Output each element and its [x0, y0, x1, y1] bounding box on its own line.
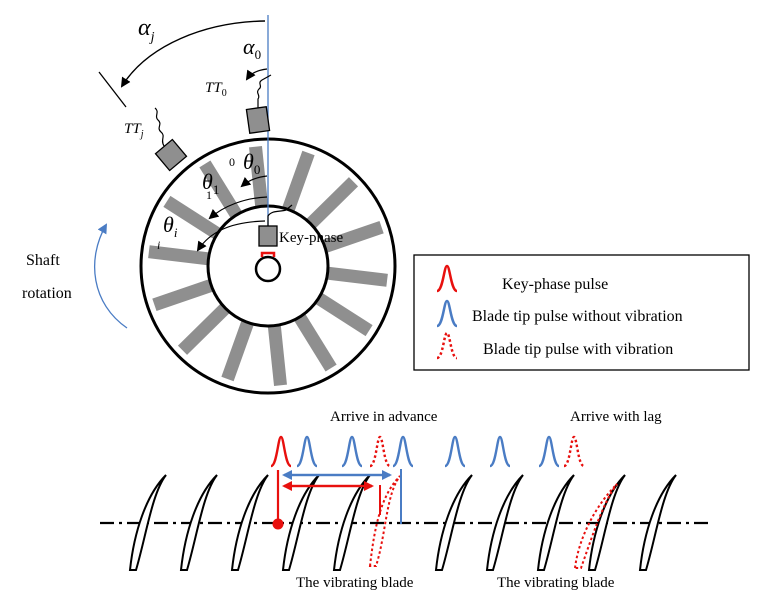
vibration-pulse [563, 435, 585, 468]
cascade-blade [587, 474, 626, 571]
rotor-blade [313, 291, 373, 337]
sensor-tt0 [245, 74, 272, 135]
sensor-ttj [154, 107, 188, 172]
alpha-j-ray [98, 71, 127, 108]
sensor-ttj-body [154, 138, 188, 172]
blade-index-0: 0 [229, 155, 235, 169]
rotor-blade [199, 160, 244, 221]
theta-0-arc [240, 175, 268, 188]
blade-cascade [128, 474, 677, 571]
cascade-blade [179, 474, 218, 571]
ttj-label: TTj [124, 121, 144, 140]
cascade-blade [485, 474, 524, 571]
rotor-blade [304, 177, 359, 230]
theta-1-label: θ1 [202, 169, 219, 197]
key-phase-marker-dot [272, 518, 284, 530]
shaft-rotation-label-line2: rotation [22, 285, 72, 302]
alpha-j-arc [120, 20, 266, 88]
vibrating-blade-outline [368, 475, 401, 567]
blade-tip-pulse [444, 435, 466, 468]
shaft-rotation-label-line1: Shaft [26, 252, 60, 269]
alpha-0-arc [245, 68, 268, 81]
pulse-train [270, 435, 585, 468]
alpha-j-label: αj [138, 15, 155, 45]
rotor-blade [148, 245, 212, 266]
rotor-disk [139, 137, 397, 395]
alpha-0-label: α0 [243, 34, 261, 62]
key-phase-sensor-body [258, 225, 278, 247]
vibration-pulse [369, 435, 391, 468]
vibrating-blades [368, 475, 618, 569]
rotor-blades [148, 146, 388, 386]
legend-blade-no-vibration-icon [436, 299, 458, 328]
blade-tip-pulse [538, 435, 560, 468]
rotor-blade [267, 323, 287, 386]
arrive-with-lag-label: Arrive with lag [570, 409, 662, 425]
legend-blade-with-vibration: Blade tip pulse with vibration [483, 341, 673, 358]
rotor-blade [292, 311, 337, 372]
tt0-label: TT0 [205, 80, 227, 99]
key-phase-label: Key-phase [279, 230, 343, 246]
vibrating-blade-label-1: The vibrating blade [296, 575, 414, 591]
theta-i-label: θi [163, 212, 178, 240]
shaft-rotation-arrow [94, 223, 128, 329]
sensor-ttj-cable [154, 107, 165, 147]
legend: Key-phase pulse Blade tip pulse without … [413, 254, 750, 371]
rotor-blade [221, 318, 255, 382]
arrive-in-advance-label: Arrive in advance [330, 409, 438, 425]
rotor-blade [152, 278, 216, 311]
cascade-blade [281, 474, 320, 571]
cascade-blade [128, 474, 167, 571]
key-phase-sensor-cable [267, 204, 293, 226]
blade-tip-pulse [489, 435, 511, 468]
key-phase-notch [260, 251, 276, 257]
cascade-blade [536, 474, 575, 571]
shaft-circle [254, 255, 282, 283]
theta-1-arc [208, 196, 268, 220]
legend-box [413, 254, 750, 371]
blade-tip-pulse [341, 435, 363, 468]
sensor-tt0-cable [256, 74, 272, 108]
blade-tip-pulse [392, 435, 414, 468]
theta-0-label: θ0 [243, 149, 260, 177]
cascade-blade [638, 474, 677, 571]
blade-tip-pulse [296, 435, 318, 468]
theta-i-arc [196, 220, 266, 252]
rotor-blade [320, 221, 384, 254]
rotor-blade [324, 266, 388, 287]
rotor-blade [163, 195, 223, 241]
sensor-key-phase [258, 204, 293, 247]
key-phase-pulse [270, 435, 292, 468]
rotor-blade [281, 150, 315, 214]
cascade-blade [434, 474, 473, 571]
sensor-tt0-body [245, 105, 271, 135]
legend-key-phase-pulse-icon [436, 264, 458, 293]
rotor-blade [177, 302, 232, 355]
blade-index-i: i [157, 238, 160, 252]
cascade-blade [230, 474, 269, 571]
legend-blade-no-vibration: Blade tip pulse without vibration [472, 308, 683, 325]
blade-index-1: 1 [206, 188, 212, 202]
legend-blade-with-vibration-icon [436, 331, 458, 360]
vibrating-blade-label-2: The vibrating blade [497, 575, 615, 591]
legend-key-phase-pulse: Key-phase pulse [502, 276, 608, 293]
vibrating-blade-outline [573, 483, 618, 569]
